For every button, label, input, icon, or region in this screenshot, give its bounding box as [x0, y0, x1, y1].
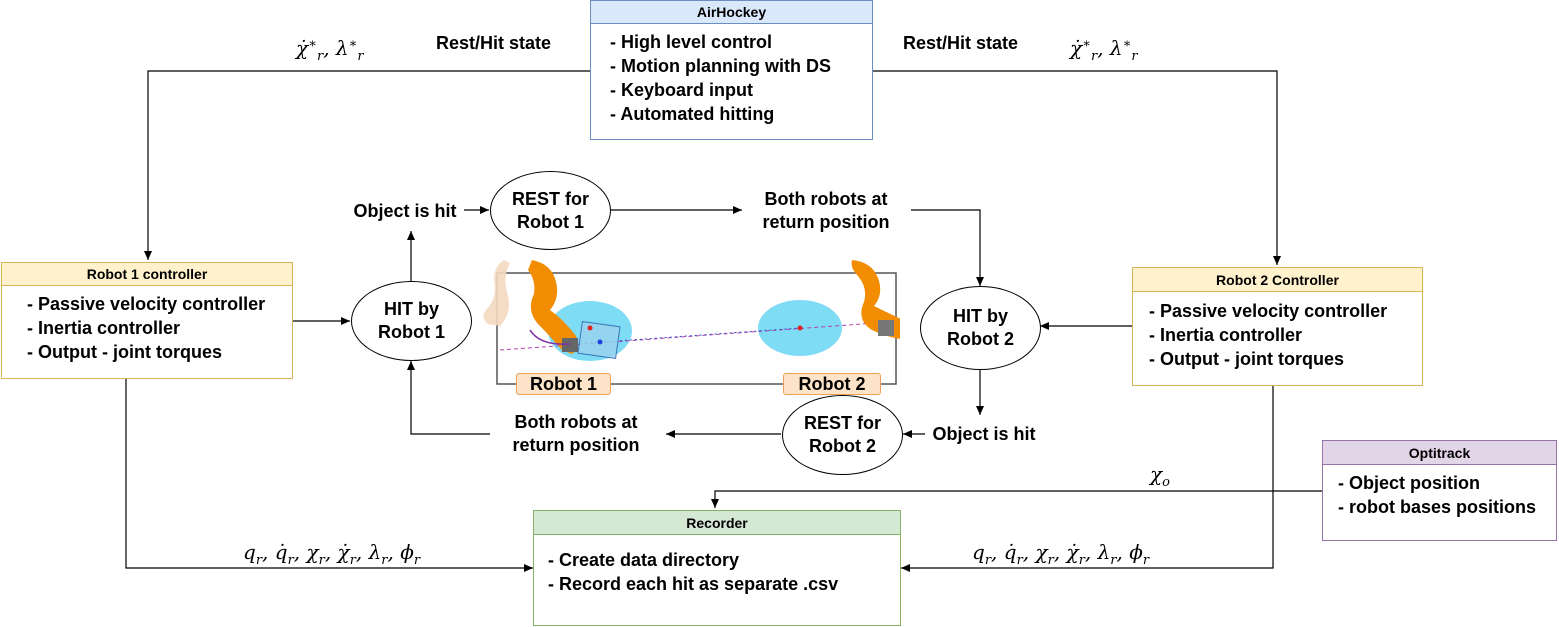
transition-both-return-top: Both robots at return position: [762, 189, 890, 232]
airhockey-box: AirHockey - High level control - Motion …: [590, 0, 873, 140]
puck-point-blue: [597, 339, 603, 345]
edge-both-hit2: [911, 209, 984, 286]
scene-robot1-label: Robot 1: [516, 373, 611, 395]
optitrack-title: Optitrack: [1323, 441, 1556, 465]
edge-r1ctrl-recorder: [125, 378, 533, 572]
robot2-controller-title: Robot 2 Controller: [1133, 268, 1422, 292]
robot2-arm: [851, 260, 900, 339]
robot1-controller-title: Robot 1 controller: [2, 263, 292, 286]
transition-both-return-bottom: Both robots at return position: [512, 412, 640, 455]
edge-label-rest-hit-right: Rest/Hit state: [903, 33, 1019, 53]
airhockey-item: - High level control: [610, 32, 773, 52]
math-chi-dot-lambda-left: χ̇∗r, λ∗r: [296, 36, 364, 64]
edge-airhockey-robot1: [144, 70, 590, 260]
math-robot1-states: qr, q̇r, χr, χ̇r, λr, ϕr: [243, 540, 421, 568]
airhockey-item: - Keyboard input: [610, 80, 753, 100]
robot1-controller-box: Robot 1 controller - Passive velocity co…: [1, 262, 293, 379]
simulation-scene: [483, 260, 900, 385]
robot2-controller-item: - Passive velocity controller: [1149, 301, 1388, 321]
math-robot2-states: qr, q̇r, χr, χ̇r, λr, ϕr: [972, 540, 1150, 568]
state-rest-robot2: REST for Robot 2: [782, 395, 903, 475]
transition-object-hit-top: Object is hit: [353, 201, 457, 221]
robot2-controller-item: - Inertia controller: [1149, 325, 1303, 345]
robot2-effector: [878, 320, 894, 336]
recorder-box: Recorder - Create data directory - Recor…: [533, 510, 901, 626]
approach-arrow: [529, 329, 571, 346]
edge-label-rest-hit-left: Rest/Hit state: [436, 33, 552, 53]
recorder-title: Recorder: [534, 511, 900, 535]
robot1-effector: [562, 338, 578, 352]
edge-r2ctrl-recorder: [901, 386, 1274, 572]
state-rest-robot1: REST for Robot 1: [490, 171, 611, 250]
puck-point-red: [587, 325, 593, 331]
optitrack-item: - robot bases positions: [1338, 497, 1537, 517]
edge-both-hit1: [407, 361, 490, 435]
robot2-controller-box: Robot 2 Controller - Passive velocity co…: [1132, 267, 1423, 386]
edge-optitrack-recorder: [711, 490, 1322, 508]
robot1-controller-item: - Inertia controller: [27, 318, 181, 338]
optitrack-box: Optitrack - Object position - robot base…: [1322, 440, 1557, 541]
robot1-controller-item: - Output - joint torques: [27, 342, 222, 362]
math-chi-o: χo: [1150, 462, 1170, 490]
recorder-item: - Create data directory: [548, 550, 740, 570]
airhockey-title: AirHockey: [591, 1, 872, 24]
robot1-arm: [528, 260, 578, 354]
robot1-controller-item: - Passive velocity controller: [27, 294, 266, 314]
transition-object-hit-bottom: Object is hit: [932, 424, 1036, 444]
robot2-controller-item: - Output - joint torques: [1149, 349, 1344, 369]
state-hit-robot2: HIT by Robot 2: [920, 286, 1041, 370]
math-chi-dot-lambda-right: χ̇∗r, λ∗r: [1070, 36, 1138, 64]
recorder-item: - Record each hit as separate .csv: [548, 574, 839, 594]
edge-airhockey-robot2: [872, 70, 1281, 265]
scene-robot2-label: Robot 2: [783, 373, 881, 395]
optitrack-item: - Object position: [1338, 473, 1480, 493]
robot1-arm-ghost: [483, 260, 510, 326]
airhockey-item: - Automated hitting: [610, 104, 775, 124]
target-point-red: [797, 325, 803, 331]
state-hit-robot1: HIT by Robot 1: [351, 281, 472, 361]
airhockey-item: - Motion planning with DS: [610, 56, 831, 76]
